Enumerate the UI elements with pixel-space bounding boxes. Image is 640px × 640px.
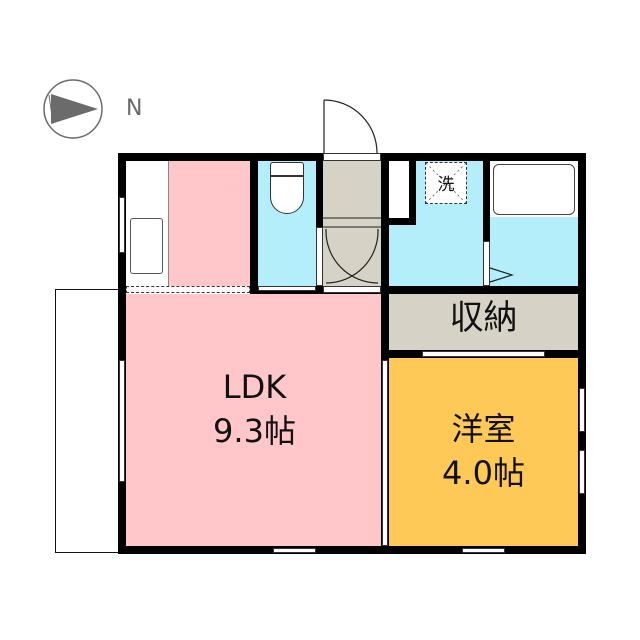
entrance-step <box>323 286 381 293</box>
ldk-west-window <box>119 360 125 482</box>
washing-machine-label: 洗 <box>437 175 455 195</box>
western-east-window-1 <box>579 388 585 432</box>
storage-label: 収納 <box>449 298 518 338</box>
western-east-window-2 <box>579 450 585 494</box>
kitchen-sink <box>130 218 163 274</box>
compass-icon <box>43 79 103 139</box>
western-room-size-label: 4.0帖 <box>442 454 525 492</box>
toilet-threshold <box>258 286 316 291</box>
kitchen-ldk-divider <box>126 286 250 293</box>
compass-north-label: N <box>126 96 143 121</box>
ldk-room[interactable] <box>126 294 383 546</box>
storage-sliding-door <box>422 351 545 357</box>
washroom-closet <box>389 160 409 218</box>
entrance[interactable] <box>323 160 381 286</box>
toilet-door <box>316 227 323 286</box>
kitchen-window <box>119 197 125 253</box>
ldk-upper-fill[interactable] <box>169 160 250 286</box>
toilet-fixture <box>270 162 304 216</box>
entrance-door-gap <box>323 153 381 161</box>
western-south-window <box>462 548 505 553</box>
ldk-south-window <box>273 548 316 553</box>
storage-room[interactable] <box>389 294 578 350</box>
bathtub <box>493 164 575 215</box>
ldk-western-sliding-door <box>382 360 388 546</box>
western-room-name-label: 洋室 <box>451 410 516 448</box>
bath-door <box>483 241 490 286</box>
ldk-name-label: LDK <box>222 368 287 406</box>
washing-machine-space <box>425 162 467 204</box>
western-room[interactable] <box>389 358 578 546</box>
ldk-size-label: 9.3帖 <box>213 412 296 450</box>
